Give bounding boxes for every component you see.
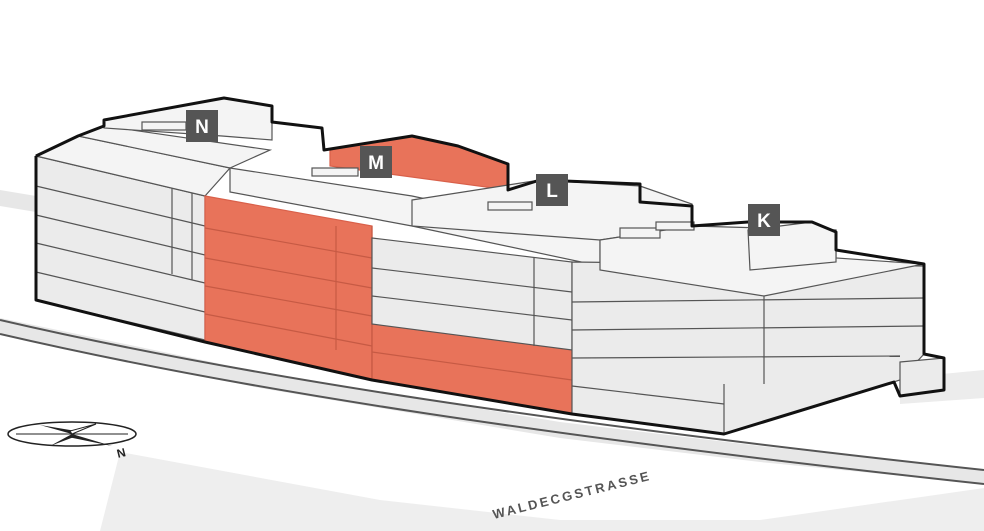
block-l-floor-lines: [371, 258, 573, 346]
rooftop-unit-l: [487, 201, 533, 211]
label-n-text: N: [195, 117, 209, 138]
block-n-floor-lines: [35, 185, 206, 313]
rooftop-unit-k: [619, 227, 661, 239]
label-badge-l: L: [536, 174, 568, 206]
north-arrow-icon: N: [7, 421, 137, 461]
complex-outline: [34, 96, 946, 436]
rail-line-1: [0, 319, 984, 471]
label-badge-n: N: [186, 110, 218, 142]
block-m-face-left: [204, 195, 373, 381]
sidewalk: [100, 452, 984, 531]
block-k-floor-lines: [571, 296, 925, 434]
rooftop-unit-k2: [655, 221, 695, 231]
rooftop-unit-m: [311, 167, 359, 177]
rooftop-unit-n: [141, 121, 187, 131]
label-k-text: K: [757, 211, 771, 232]
rail-line-2: [0, 333, 984, 485]
compass-label: N: [115, 445, 127, 461]
label-badge-m: M: [360, 146, 392, 178]
street-label: WALDECGSTRASSE: [491, 468, 653, 522]
main-road: [0, 318, 984, 484]
label-l-text: L: [546, 181, 558, 202]
building-complex: [34, 97, 945, 435]
label-badge-k: K: [748, 204, 780, 236]
side-road: [0, 190, 36, 212]
label-m-text: M: [368, 153, 384, 174]
